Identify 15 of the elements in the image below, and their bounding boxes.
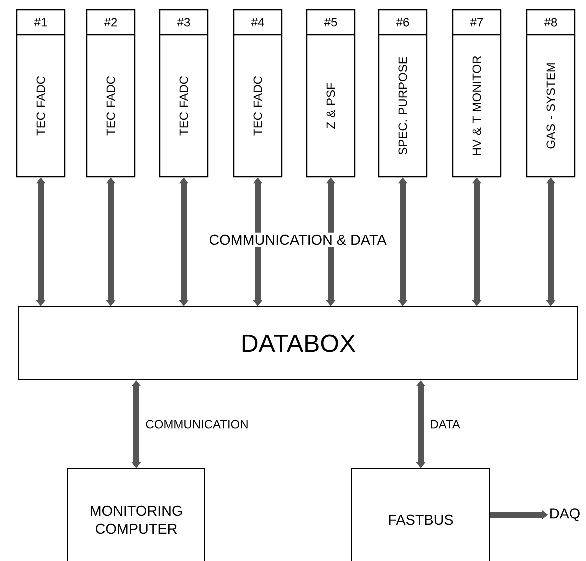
module-box: #2 TEC FADC: [86, 9, 136, 178]
module-box: #8 GAS - SYSTEM: [526, 9, 576, 178]
output-label: DAQ: [550, 508, 580, 522]
unit-box: FASTBUS: [352, 468, 490, 561]
edge-label: COMMUNICATION: [146, 420, 248, 429]
edge-label: DATA: [431, 420, 460, 429]
module-box: #4 TEC FADC: [233, 9, 283, 178]
unit-box: MONITORING COMPUTER: [68, 468, 206, 561]
unit-box: DATABOX: [18, 306, 578, 380]
module-box: #3 TEC FADC: [159, 9, 209, 178]
module-box: #5 Z & PSF: [306, 9, 356, 178]
module-box: #1 TEC FADC: [16, 9, 66, 178]
module-box: #7 HV & T MONITOR: [452, 9, 502, 178]
bus-label: COMMUNICATION & DATA: [210, 234, 387, 246]
module-box: #6 SPEC. PURPOSE: [378, 9, 428, 178]
